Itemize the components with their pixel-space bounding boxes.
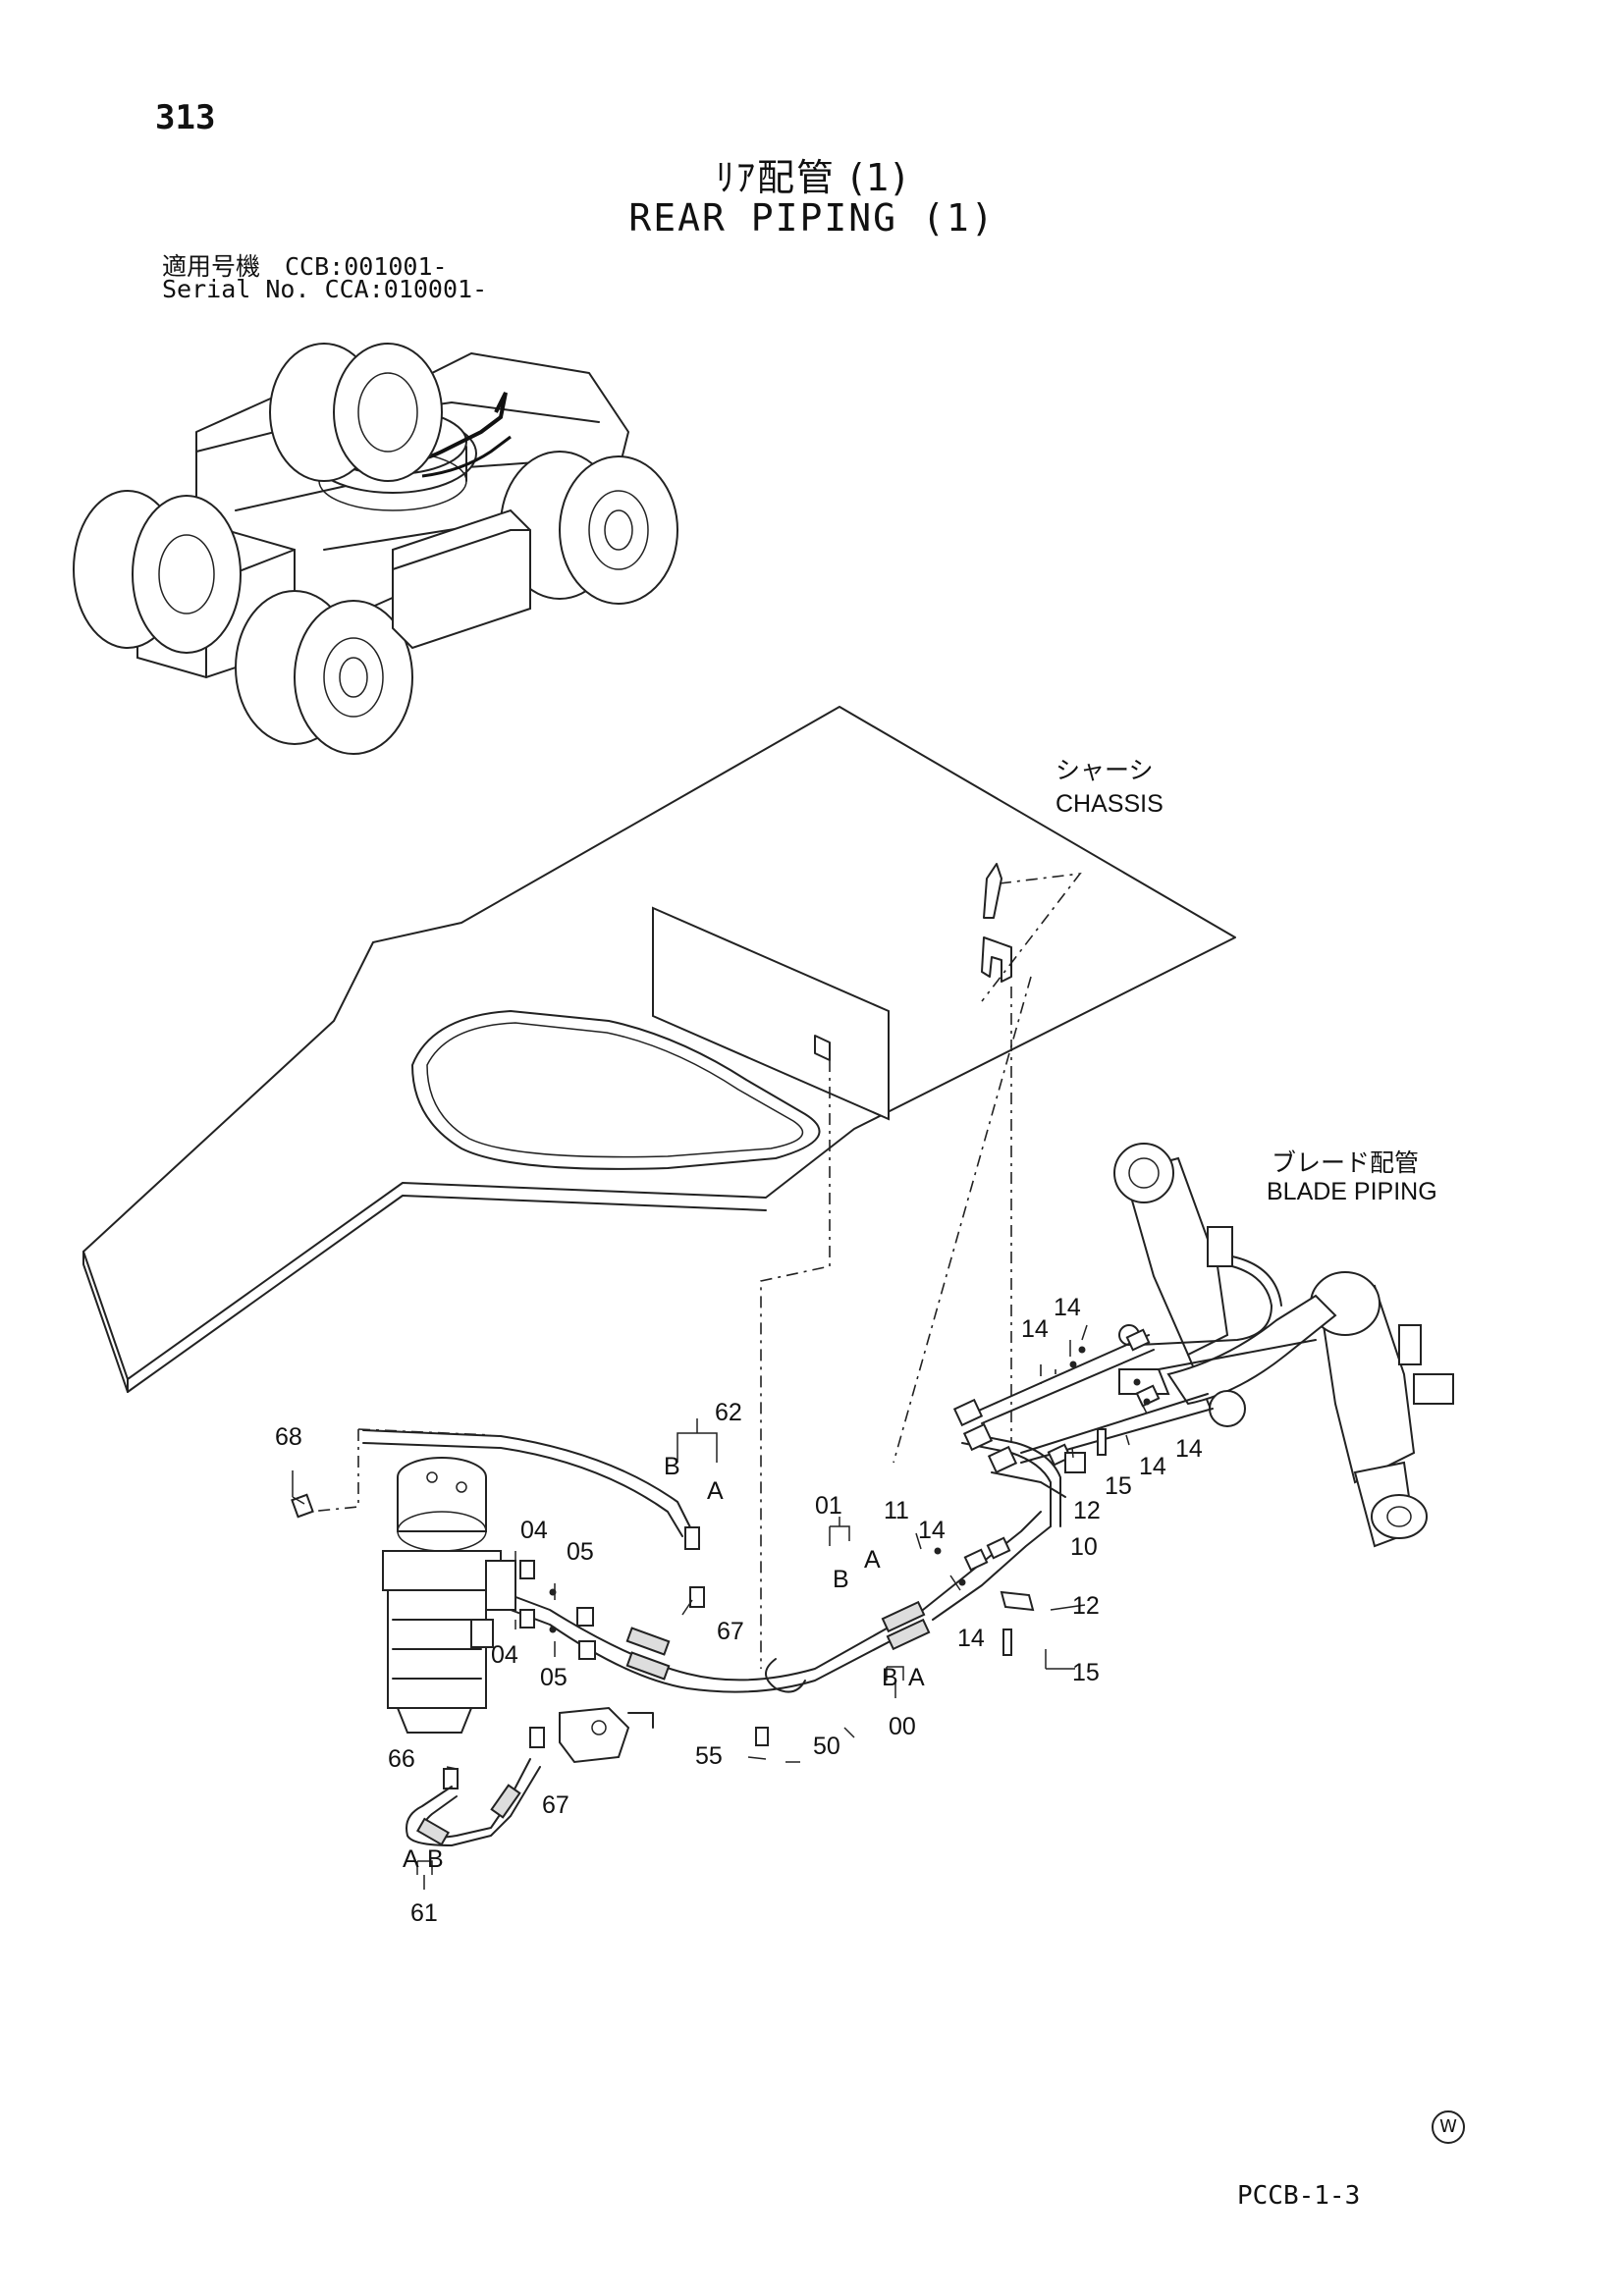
callout-lines (292, 1324, 1151, 1890)
callout-66: 66 (388, 1745, 415, 1773)
callout-14-c: 14 (1021, 1315, 1049, 1343)
callout-04-lower: 04 (491, 1641, 518, 1669)
callout-61-b: B (427, 1845, 444, 1873)
callout-62: 62 (715, 1399, 742, 1426)
callout-15-upper: 15 (1105, 1472, 1132, 1500)
valve-block (559, 1706, 654, 1764)
callout-67-upper: 67 (717, 1618, 744, 1645)
blade-piping-label-jp: ブレード配管 (1272, 1149, 1420, 1177)
page-number: 313 (155, 98, 216, 137)
callout-14-a: 14 (918, 1517, 946, 1544)
wheel-rear-left (73, 490, 242, 654)
callout-50: 50 (813, 1733, 840, 1760)
callout-62-b: B (664, 1453, 680, 1480)
wheel-rear-right (235, 590, 413, 755)
callout-14-e: 14 (1139, 1453, 1166, 1480)
callout-00-a: A (908, 1664, 925, 1691)
page-title-en: REAR PIPING (1) (628, 196, 996, 240)
callout-04-upper: 04 (520, 1517, 548, 1544)
callout-67-lower: 67 (542, 1791, 569, 1819)
hose-61 (406, 1758, 541, 1846)
callout-14-b: 14 (957, 1625, 985, 1652)
wheel-front-left (269, 343, 443, 482)
callout-00-b: B (882, 1664, 898, 1691)
page-title-jp: ﾘｱ配管 (1) (716, 156, 908, 199)
callout-01: 01 (815, 1492, 842, 1520)
callout-15-lower: 15 (1072, 1659, 1100, 1686)
callout-61-a: A (403, 1845, 419, 1873)
chassis-label-jp: シャーシ (1056, 757, 1154, 784)
callout-05-lower: 05 (540, 1664, 568, 1691)
blade-cylinders (1113, 1143, 1454, 1548)
fittings (291, 1328, 1161, 1789)
callout-12-upper: 12 (1073, 1497, 1101, 1524)
serial-applicable: 適用号機 CCB:001001- (162, 252, 448, 281)
vehicle-overview (73, 343, 678, 755)
callout-00: 00 (889, 1713, 916, 1740)
callout-55: 55 (695, 1742, 723, 1770)
callout-12-lower: 12 (1072, 1592, 1100, 1620)
callout-10: 10 (1070, 1533, 1098, 1561)
blade-piping-label-en: BLADE PIPING (1267, 1178, 1437, 1205)
watermark-badge: W (1432, 2110, 1465, 2144)
chassis-label-en: CHASSIS (1056, 790, 1164, 818)
callout-05-upper: 05 (567, 1538, 594, 1566)
serial-number: Serial No. CCA:010001- (162, 275, 488, 303)
document-code: PCCB-1-3 (1237, 2181, 1361, 2211)
callout-11: 11 (884, 1497, 909, 1524)
swivel-joint (382, 1457, 516, 1734)
callout-62-a: A (707, 1477, 724, 1505)
callout-01-a: A (864, 1546, 881, 1574)
callout-14-f: 14 (1175, 1435, 1203, 1463)
callout-14-d: 14 (1054, 1294, 1081, 1321)
callout-01-b: B (833, 1566, 849, 1593)
callout-68: 68 (275, 1423, 302, 1451)
callout-61: 61 (410, 1899, 438, 1927)
